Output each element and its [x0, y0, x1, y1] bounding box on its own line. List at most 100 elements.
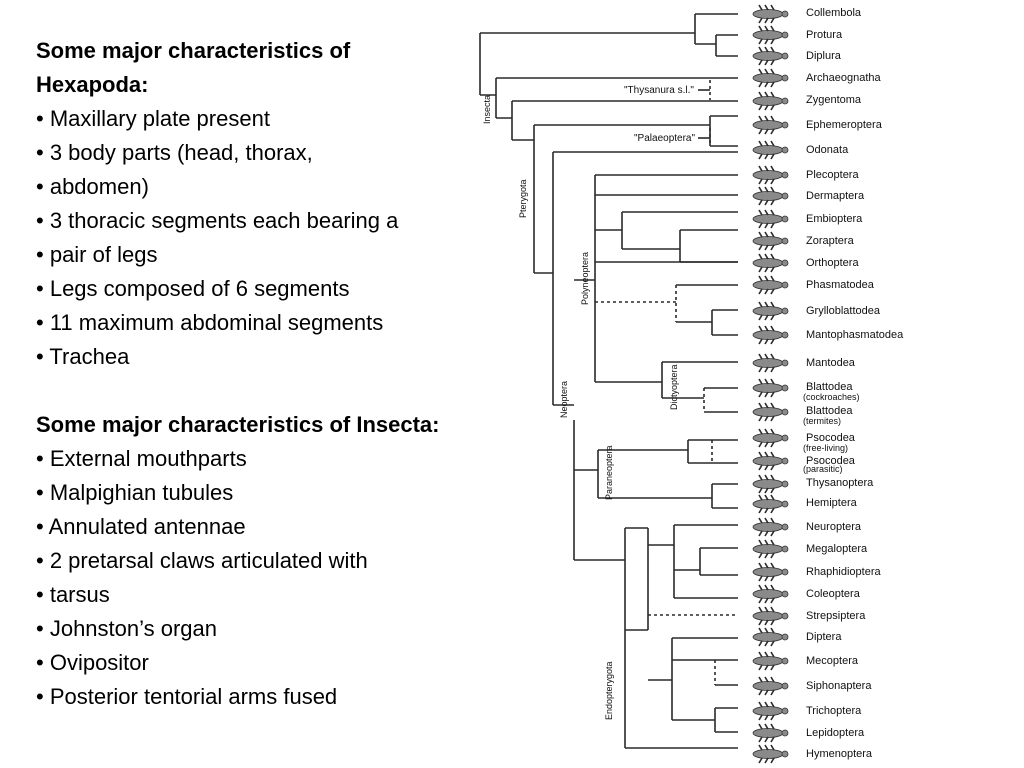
taxon-label: Coleoptera [806, 588, 861, 600]
continuation-text: pair of legs [49, 242, 158, 267]
taxon-label: Plecoptera [806, 169, 859, 181]
taxon-label: Psocodea [806, 432, 856, 444]
continuation-text: tarsus [49, 582, 110, 607]
insect-icon [752, 451, 789, 471]
taxon-label: Diptera [806, 631, 842, 643]
insect-icon [752, 606, 789, 626]
clade-labels: Insecta Pterygota Neoptera Polyneoptera … [482, 85, 695, 720]
group-label-thysanura: "Thysanura s.l." [624, 85, 694, 96]
taxon-label: Protura [806, 29, 843, 41]
taxon-label: Blattodea [806, 381, 853, 393]
insect-icon [752, 115, 789, 135]
insect-icon [752, 91, 789, 111]
taxon-label: Mantophasmatodea [806, 329, 904, 341]
list-item: Maxillary plate present [36, 102, 486, 136]
insect-icon [752, 494, 789, 514]
list-item: 11 maximum abdominal segments [36, 306, 486, 340]
clade-label-pterygota: Pterygota [518, 179, 528, 218]
clade-label-insecta: Insecta [482, 95, 492, 124]
clade-label-paraneoptera: Paraneoptera [604, 445, 614, 500]
taxon-label: Strepsiptera [806, 610, 866, 622]
taxon-label: Blattodea [806, 405, 853, 417]
taxon-label: Diplura [806, 50, 842, 62]
insecta-list: External mouthparts Malpighian tubules A… [36, 442, 486, 714]
taxon-label: Rhaphidioptera [806, 566, 881, 578]
insect-icon [752, 378, 789, 398]
taxon-note: (parasitic) [803, 464, 843, 474]
taxon-note: (free-living) [803, 443, 848, 453]
list-item: Posterior tentorial arms fused [36, 680, 486, 714]
insect-icon [752, 209, 789, 229]
taxon-label: Dermaptera [806, 190, 865, 202]
text-panel: Some major characteristics of Hexapoda: … [36, 34, 486, 714]
insect-icon [752, 275, 789, 295]
insect-icon [752, 584, 789, 604]
taxon-label: Ephemeroptera [806, 119, 883, 131]
insect-icon [752, 186, 789, 206]
taxon-label: Psocodea [806, 455, 856, 467]
taxon-label: Phasmatodea [806, 279, 875, 291]
insect-icon [752, 68, 789, 88]
hexapoda-list: Maxillary plate present 3 body parts (he… [36, 102, 486, 374]
insect-icon [752, 402, 789, 422]
insect-icon [752, 474, 789, 494]
insect-icon [752, 4, 789, 24]
taxon-label: Zygentoma [806, 94, 862, 106]
insect-icon [752, 744, 789, 764]
insect-icon [752, 539, 789, 559]
group-label-palaeoptera: "Palaeoptera" [634, 133, 695, 144]
list-item-continuation: abdomen) [36, 170, 486, 204]
taxon-label: Hymenoptera [806, 748, 873, 760]
taxon-label: Trichoptera [806, 705, 862, 717]
clade-label-dictyoptera: Dictyoptera [669, 364, 679, 410]
taxon-label: Zoraptera [806, 235, 855, 247]
taxon-label: Hemiptera [806, 497, 858, 509]
taxon-label: Siphonaptera [806, 680, 872, 692]
taxon-label: Thysanoptera [806, 477, 874, 489]
clade-label-polyneoptera: Polyneoptera [580, 252, 590, 305]
hexapoda-heading-line2: Hexapoda: [36, 72, 149, 97]
taxon-label: Embioptera [806, 213, 863, 225]
list-item: 3 thoracic segments each bearing a [36, 204, 486, 238]
list-item: 2 pretarsal claws articulated with [36, 544, 486, 578]
taxon-label: Archaeognatha [806, 72, 881, 84]
insect-icon [752, 46, 789, 66]
insect-icon [752, 231, 789, 251]
list-item: External mouthparts [36, 442, 486, 476]
list-item: 3 body parts (head, thorax, [36, 136, 486, 170]
taxon-label: Megaloptera [806, 543, 868, 555]
list-item: Legs composed of 6 segments [36, 272, 486, 306]
taxon-label: Odonata [806, 144, 849, 156]
taxon-label: Grylloblattodea [806, 305, 881, 317]
taxon-label: Neuroptera [806, 521, 862, 533]
insect-icon [752, 517, 789, 537]
insect-icon [752, 253, 789, 273]
taxon-label: Collembola [806, 7, 862, 19]
insect-icon [752, 723, 789, 743]
taxon-note: (termites) [803, 416, 841, 426]
insect-icon [752, 651, 789, 671]
list-item-continuation: pair of legs [36, 238, 486, 272]
insect-icon [752, 165, 789, 185]
hexapoda-heading-line1: Some major characteristics of [36, 38, 351, 63]
list-item: Malpighian tubules [36, 476, 486, 510]
insecta-heading: Some major characteristics of Insecta: [36, 412, 440, 437]
taxon-note: (cockroaches) [803, 392, 860, 402]
list-item: Ovipositor [36, 646, 486, 680]
continuation-text: abdomen) [49, 174, 149, 199]
clade-label-neoptera: Neoptera [559, 381, 569, 418]
insect-icon [752, 701, 789, 721]
insect-icon [752, 562, 789, 582]
clade-label-endopterygota: Endopterygota [604, 661, 614, 720]
insect-icon [752, 676, 789, 696]
taxon-label: Mecoptera [806, 655, 859, 667]
list-item-continuation: tarsus [36, 578, 486, 612]
taxon-label: Lepidoptera [806, 727, 865, 739]
taxa-labels: Collembola Protura Diplura Archaeognatha… [803, 7, 904, 760]
insect-icon [752, 140, 789, 160]
list-item: Trachea [36, 340, 486, 374]
insect-icon [752, 25, 789, 45]
insect-icon [752, 353, 789, 373]
insect-icon [752, 301, 789, 321]
